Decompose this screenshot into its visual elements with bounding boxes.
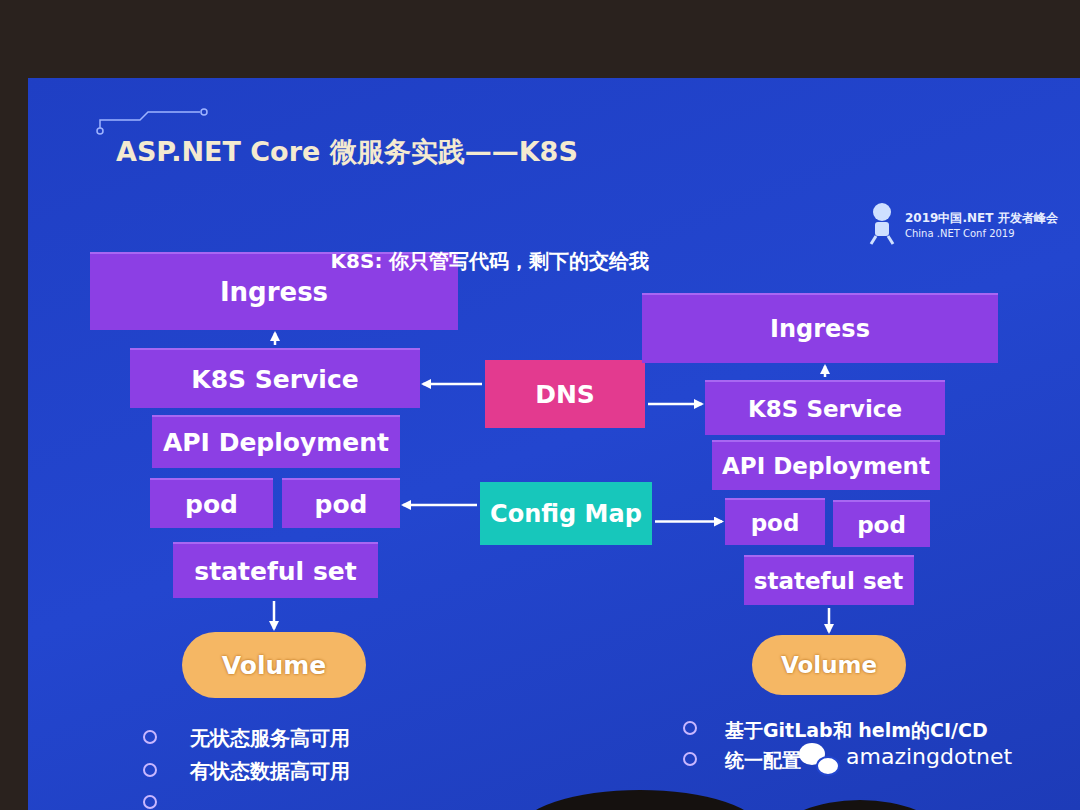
box-label: pod	[315, 490, 368, 519]
box-label: Config Map	[490, 500, 642, 528]
watermark: amazingdotnet	[846, 744, 1012, 769]
statefulset-box: stateful set	[173, 542, 378, 598]
slide-title: ASP.NET Core 微服务实践——K8S	[116, 134, 578, 170]
deployment-box: API Deployment	[712, 440, 940, 490]
service-box: K8S Service	[705, 380, 945, 435]
arrow-connector	[403, 504, 477, 507]
box-label: Volume	[222, 651, 327, 680]
pod-box: pod	[282, 478, 400, 528]
box-label: pod	[185, 490, 238, 519]
arrow-connector	[423, 383, 482, 386]
box-label: stateful set	[754, 568, 903, 594]
pod-box: pod	[833, 500, 930, 547]
ornament-dot	[97, 128, 103, 134]
deployment-box: API Deployment	[152, 415, 400, 468]
arrow-connector	[824, 366, 827, 377]
bullet-text: 基于GitLab和 helm的CI/CD	[725, 718, 988, 744]
pod-box: pod	[725, 498, 825, 545]
arrow-connector	[273, 601, 276, 629]
subtitle: K8S: 你只管写代码，剩下的交给我	[331, 248, 650, 275]
box-label: pod	[751, 510, 800, 536]
conf-logo	[871, 203, 893, 244]
configmap-box: Config Map	[480, 482, 652, 545]
wechat-icon	[799, 743, 839, 775]
ingress-box: Ingress	[642, 293, 998, 363]
box-label: API Deployment	[163, 428, 389, 457]
bullet-text: 有状态数据高可用	[190, 758, 350, 785]
box-label: Volume	[781, 652, 877, 678]
box-label: Ingress	[220, 277, 328, 307]
logo-subtext: China .NET Conf 2019	[905, 228, 1015, 239]
corner-ornament	[100, 112, 200, 128]
arrow-connector	[828, 608, 831, 632]
box-label: K8S Service	[748, 396, 902, 422]
service-box: K8S Service	[130, 348, 420, 408]
volume-pill: Volume	[752, 635, 906, 695]
statefulset-box: stateful set	[744, 555, 914, 605]
arrow-connector	[655, 520, 722, 523]
dns-box: DNS	[485, 360, 645, 428]
box-label: Ingress	[770, 315, 870, 343]
pod-box: pod	[150, 478, 273, 528]
box-label: stateful set	[194, 557, 356, 586]
box-label: DNS	[535, 380, 595, 409]
arrow-connector	[274, 333, 277, 345]
ornament-dot	[201, 109, 207, 115]
box-label: K8S Service	[191, 365, 358, 394]
logo-text: 2019中国.NET 开发者峰会	[905, 210, 1058, 227]
box-label: API Deployment	[722, 453, 930, 479]
volume-pill: Volume	[182, 632, 366, 698]
bullet-text: 统一配置	[725, 748, 801, 774]
bullet-text: 无状态服务高可用	[190, 725, 350, 752]
box-label: pod	[857, 512, 906, 538]
audience-head	[520, 790, 760, 810]
arrow-connector	[648, 403, 702, 406]
audience-head	[780, 800, 940, 810]
